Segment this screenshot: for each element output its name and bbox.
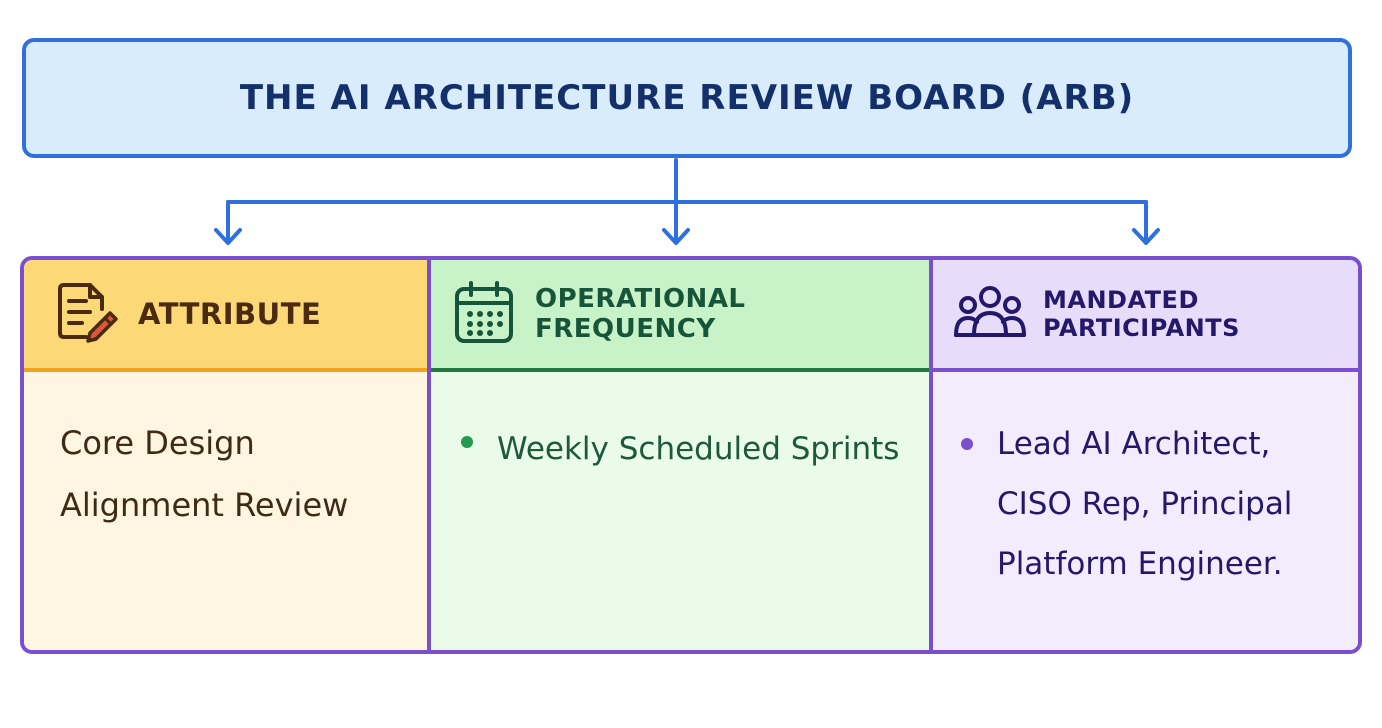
frequency-header: OPERATIONAL FREQUENCY: [431, 260, 929, 372]
participants-bullet-item: Lead AI Architect, CISO Rep, Principal P…: [961, 414, 1338, 594]
frequency-body: Weekly Scheduled Sprints: [431, 372, 929, 650]
title-box: THE AI ARCHITECTURE REVIEW BOARD (ARB): [22, 38, 1352, 158]
attribute-body: Core Design Alignment Review: [24, 372, 427, 650]
document-pencil-icon: [54, 279, 120, 349]
participants-body: Lead AI Architect, CISO Rep, Principal P…: [933, 372, 1358, 650]
frequency-column: OPERATIONAL FREQUENCY Weekly Scheduled S…: [431, 260, 933, 650]
frequency-bullet-text: Weekly Scheduled Sprints: [497, 431, 900, 467]
attribute-column: ATTRIBUTE Core Design Alignment Review: [24, 260, 431, 650]
arrowhead-right: [1132, 228, 1160, 245]
frequency-header-label: OPERATIONAL FREQUENCY: [535, 284, 746, 344]
attribute-header-label: ATTRIBUTE: [138, 297, 322, 331]
attribute-header: ATTRIBUTE: [24, 260, 427, 372]
participants-column: MANDATED PARTICIPANTS Lead AI Architect,…: [933, 260, 1358, 650]
calendar-icon: [453, 279, 515, 349]
review-board-table: ATTRIBUTE Core Design Alignment Review: [20, 256, 1362, 654]
people-group-icon: [953, 283, 1027, 345]
diagram-title: THE AI ARCHITECTURE REVIEW BOARD (ARB): [239, 78, 1135, 118]
bullet-dot: [961, 438, 973, 450]
participants-header: MANDATED PARTICIPANTS: [933, 260, 1358, 372]
attribute-content: Core Design Alignment Review: [60, 424, 349, 524]
bullet-dot: [461, 436, 473, 448]
frequency-bullet-item: Weekly Scheduled Sprints: [461, 418, 929, 480]
arrowhead-middle: [662, 228, 690, 245]
arrowhead-left: [214, 228, 242, 245]
participants-bullet-text: Lead AI Architect, CISO Rep, Principal P…: [997, 426, 1293, 582]
participants-header-label: MANDATED PARTICIPANTS: [1043, 286, 1240, 342]
